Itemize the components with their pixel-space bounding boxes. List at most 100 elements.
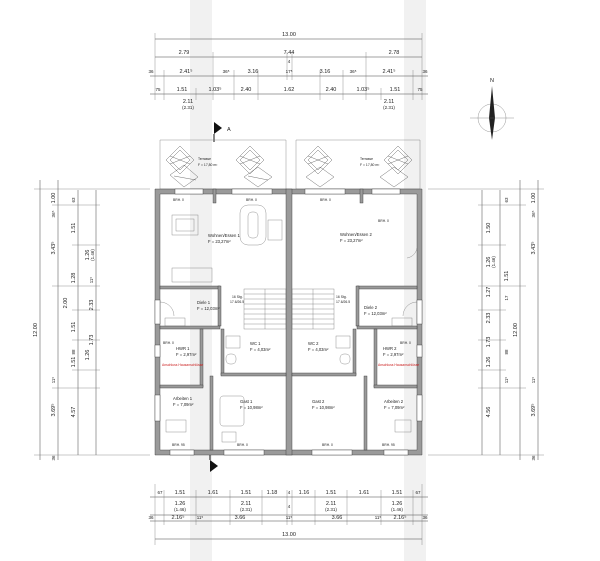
dim-right: 1.27 [486,287,492,298]
room-name: Arbeiten 1 [173,396,193,401]
dim-left: 1.51 [71,322,77,333]
dim-top: (2.31) [182,105,194,110]
dim-bottom: 11⁵ [286,515,293,520]
dim-right-total: 12.00 [513,323,519,337]
dim-top: 36⁵ [350,69,357,74]
brh-label: BRH. 0 [400,341,411,345]
north-label: N [490,78,494,84]
dim-left: 1.51 [71,357,77,368]
dim-bottom: 36 [148,515,154,520]
brh-label: BRH. 0 [378,219,389,223]
dim-left: 63 [71,197,76,203]
dim-left: 2.33 [89,300,95,311]
dim-left: 4.57 [71,407,77,418]
stair-label: 16 Stg. [336,295,347,299]
dim-top-total: 13.00 [282,32,296,38]
dim-top: 3.16 [320,69,331,75]
dim-top: 75 [417,87,423,92]
dim-right: 1.26 [486,357,492,368]
room-name: Diele 1 [197,300,211,305]
room-name: WC 1 [250,341,261,346]
dim-left: 2.00 [63,298,69,309]
stair-label: 17.6/26.5 [336,300,350,304]
dim-left: 36 [51,455,56,461]
dim-left: 11⁵ [89,277,94,284]
room-area: F = 12,03m² [197,306,220,311]
dim-top: 1.51 [390,87,401,93]
dim-bottom: 1.51 [241,490,252,496]
paper-crease [404,0,426,561]
dim-top: 7.44 [284,50,295,56]
dim-top: 2.41⁵ [180,68,193,75]
room-area: F = 4,03m² [250,347,271,352]
dim-right: 63 [504,197,509,203]
room-name: WC 2 [308,341,319,346]
dim-right: 2.33 [486,313,492,324]
room-name: Diele 2 [364,305,378,310]
dim-bottom: 1.51 [175,490,186,496]
dim-top: 36 [148,69,154,74]
dim-top: 1.03⁵ [209,86,222,93]
dim-bottom: 4 [288,490,291,495]
dim-right: 1.51 [504,271,510,282]
dim-right: 3.43⁵ [530,242,537,255]
terrace-left-name: Terrasse [198,157,211,161]
dim-left: 88 [71,349,76,355]
brh-label: BRH. 95 [172,443,185,447]
brh-label: BRH. 0 [163,341,174,345]
room-labels: Wohnen/Essen 1 F = 23,27m² Wohnen/Essen … [162,232,419,410]
dim-top: 2.41⁵ [383,68,396,75]
room-name: Arbeiten 2 [384,399,404,404]
brh-label: BRH. 0 [322,443,333,447]
terrace-left-area: F = 17,80 m² [198,163,218,167]
dim-right: 36 [531,455,536,461]
dim-bottom: 3.66 [332,515,343,521]
dim-left: 1.73 [89,335,95,346]
dim-right: 4.56 [486,407,492,418]
dim-bottom: 2.11 [326,501,336,507]
brh-label: BRH. 0 [237,443,248,447]
dim-bottom: 1.18 [267,490,278,496]
dim-top: (2.31) [383,105,395,110]
dim-left: 36⁵ [51,210,56,217]
room-area: F = 12,03m² [364,311,387,316]
dim-top: 4 [288,59,291,64]
north-arrow-icon: N [470,78,514,140]
dim-bottom: 11⁵ [197,515,204,520]
stair-label: 17.6/26.5 [230,300,244,304]
dim-right: 11⁵ [504,377,509,384]
dim-bottom: 1.51 [392,490,403,496]
room-area: F = 2,97m² [176,352,197,357]
room-name: HWR 2 [383,346,397,351]
dim-left: 1.51 [71,223,77,234]
dim-top: 2.40 [326,87,337,93]
dim-left-total: 12.00 [33,323,39,337]
dim-bottom: 1.51 [326,490,337,496]
brh-label: BRH. 0 [246,198,257,202]
room-area: F = 7,09m² [384,405,405,410]
dim-bottom: 2.11 [241,501,251,507]
furniture [159,204,418,443]
room-area: F = 7,09m² [173,402,194,407]
dim-top: 2.40 [241,87,252,93]
dim-top: 1.03⁵ [357,86,370,93]
dim-top: 75 [155,87,161,92]
terrace-right-name: Terrasse [360,157,373,161]
dim-bottom: 11⁵ [375,515,382,520]
dim-top: 2.11 [384,99,394,105]
room-area: F = 2,97m² [383,352,404,357]
dim-right: 17 [504,295,509,301]
dim-right: 1.50 [486,223,492,234]
dim-right: 11⁵ [531,377,536,384]
room-name: HWR 1 [176,346,190,351]
room-name: Gast 2 [312,399,325,404]
dim-bottom: 36 [422,515,428,520]
dim-top: 1.62 [284,87,295,93]
dim-bottom: 2.16⁵ [172,514,185,521]
dim-bottom: 1.61 [359,490,370,496]
right-dimensions: 1.50 1.26 (1.46) 1.27 2.33 1.73 1.26 4.5… [428,180,544,461]
room-name: Gast 1 [240,399,253,404]
room-area: F = 10,98m² [312,405,335,410]
room-area: F = 23,27m² [340,238,363,243]
dim-bottom: 4 [288,504,291,509]
